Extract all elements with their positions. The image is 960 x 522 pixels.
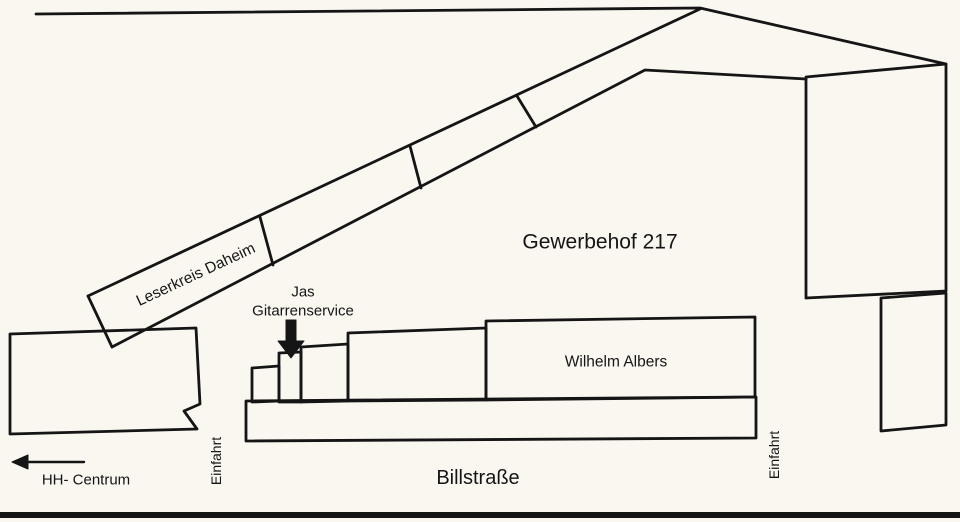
- diagonal-band-top-edge: [86, 7, 702, 298]
- shop-building-1: [250, 364, 281, 404]
- left-building: [8, 326, 202, 436]
- right-building-upper: [804, 62, 948, 300]
- top-roof-line: [34, 6, 948, 66]
- street-base-building: [244, 395, 758, 443]
- area-label: Gewerbehof 217: [522, 230, 678, 254]
- jas-label-line1: Jas: [291, 283, 315, 301]
- jas-label-line2: Gitarrenservice: [252, 302, 354, 320]
- wilhelm-albers-building: [484, 315, 757, 402]
- down-arrow-icon: [277, 319, 305, 359]
- einfahrt-left-label: Einfahrt: [208, 436, 224, 486]
- band-divider-2: [408, 144, 423, 190]
- band-divider-3: [515, 94, 538, 129]
- right-building-lower: [879, 291, 948, 433]
- jas-gitarrenservice-building: [277, 350, 303, 404]
- diagonal-band-left-cap: [86, 294, 114, 349]
- shop-building-2: [299, 342, 350, 404]
- bottom-border-line: [0, 512, 960, 518]
- wilhelm-albers-label: Wilhelm Albers: [564, 353, 668, 371]
- street-label: Billstraße: [436, 467, 520, 489]
- shop-building-3: [346, 326, 488, 403]
- diagonal-band-bottom-edge: [110, 68, 808, 349]
- hh-centrum-label: HH- Centrum: [41, 471, 131, 489]
- left-arrow-icon: [11, 454, 86, 470]
- band-divider-1: [258, 215, 275, 267]
- einfahrt-right-label: Einfahrt: [766, 430, 782, 480]
